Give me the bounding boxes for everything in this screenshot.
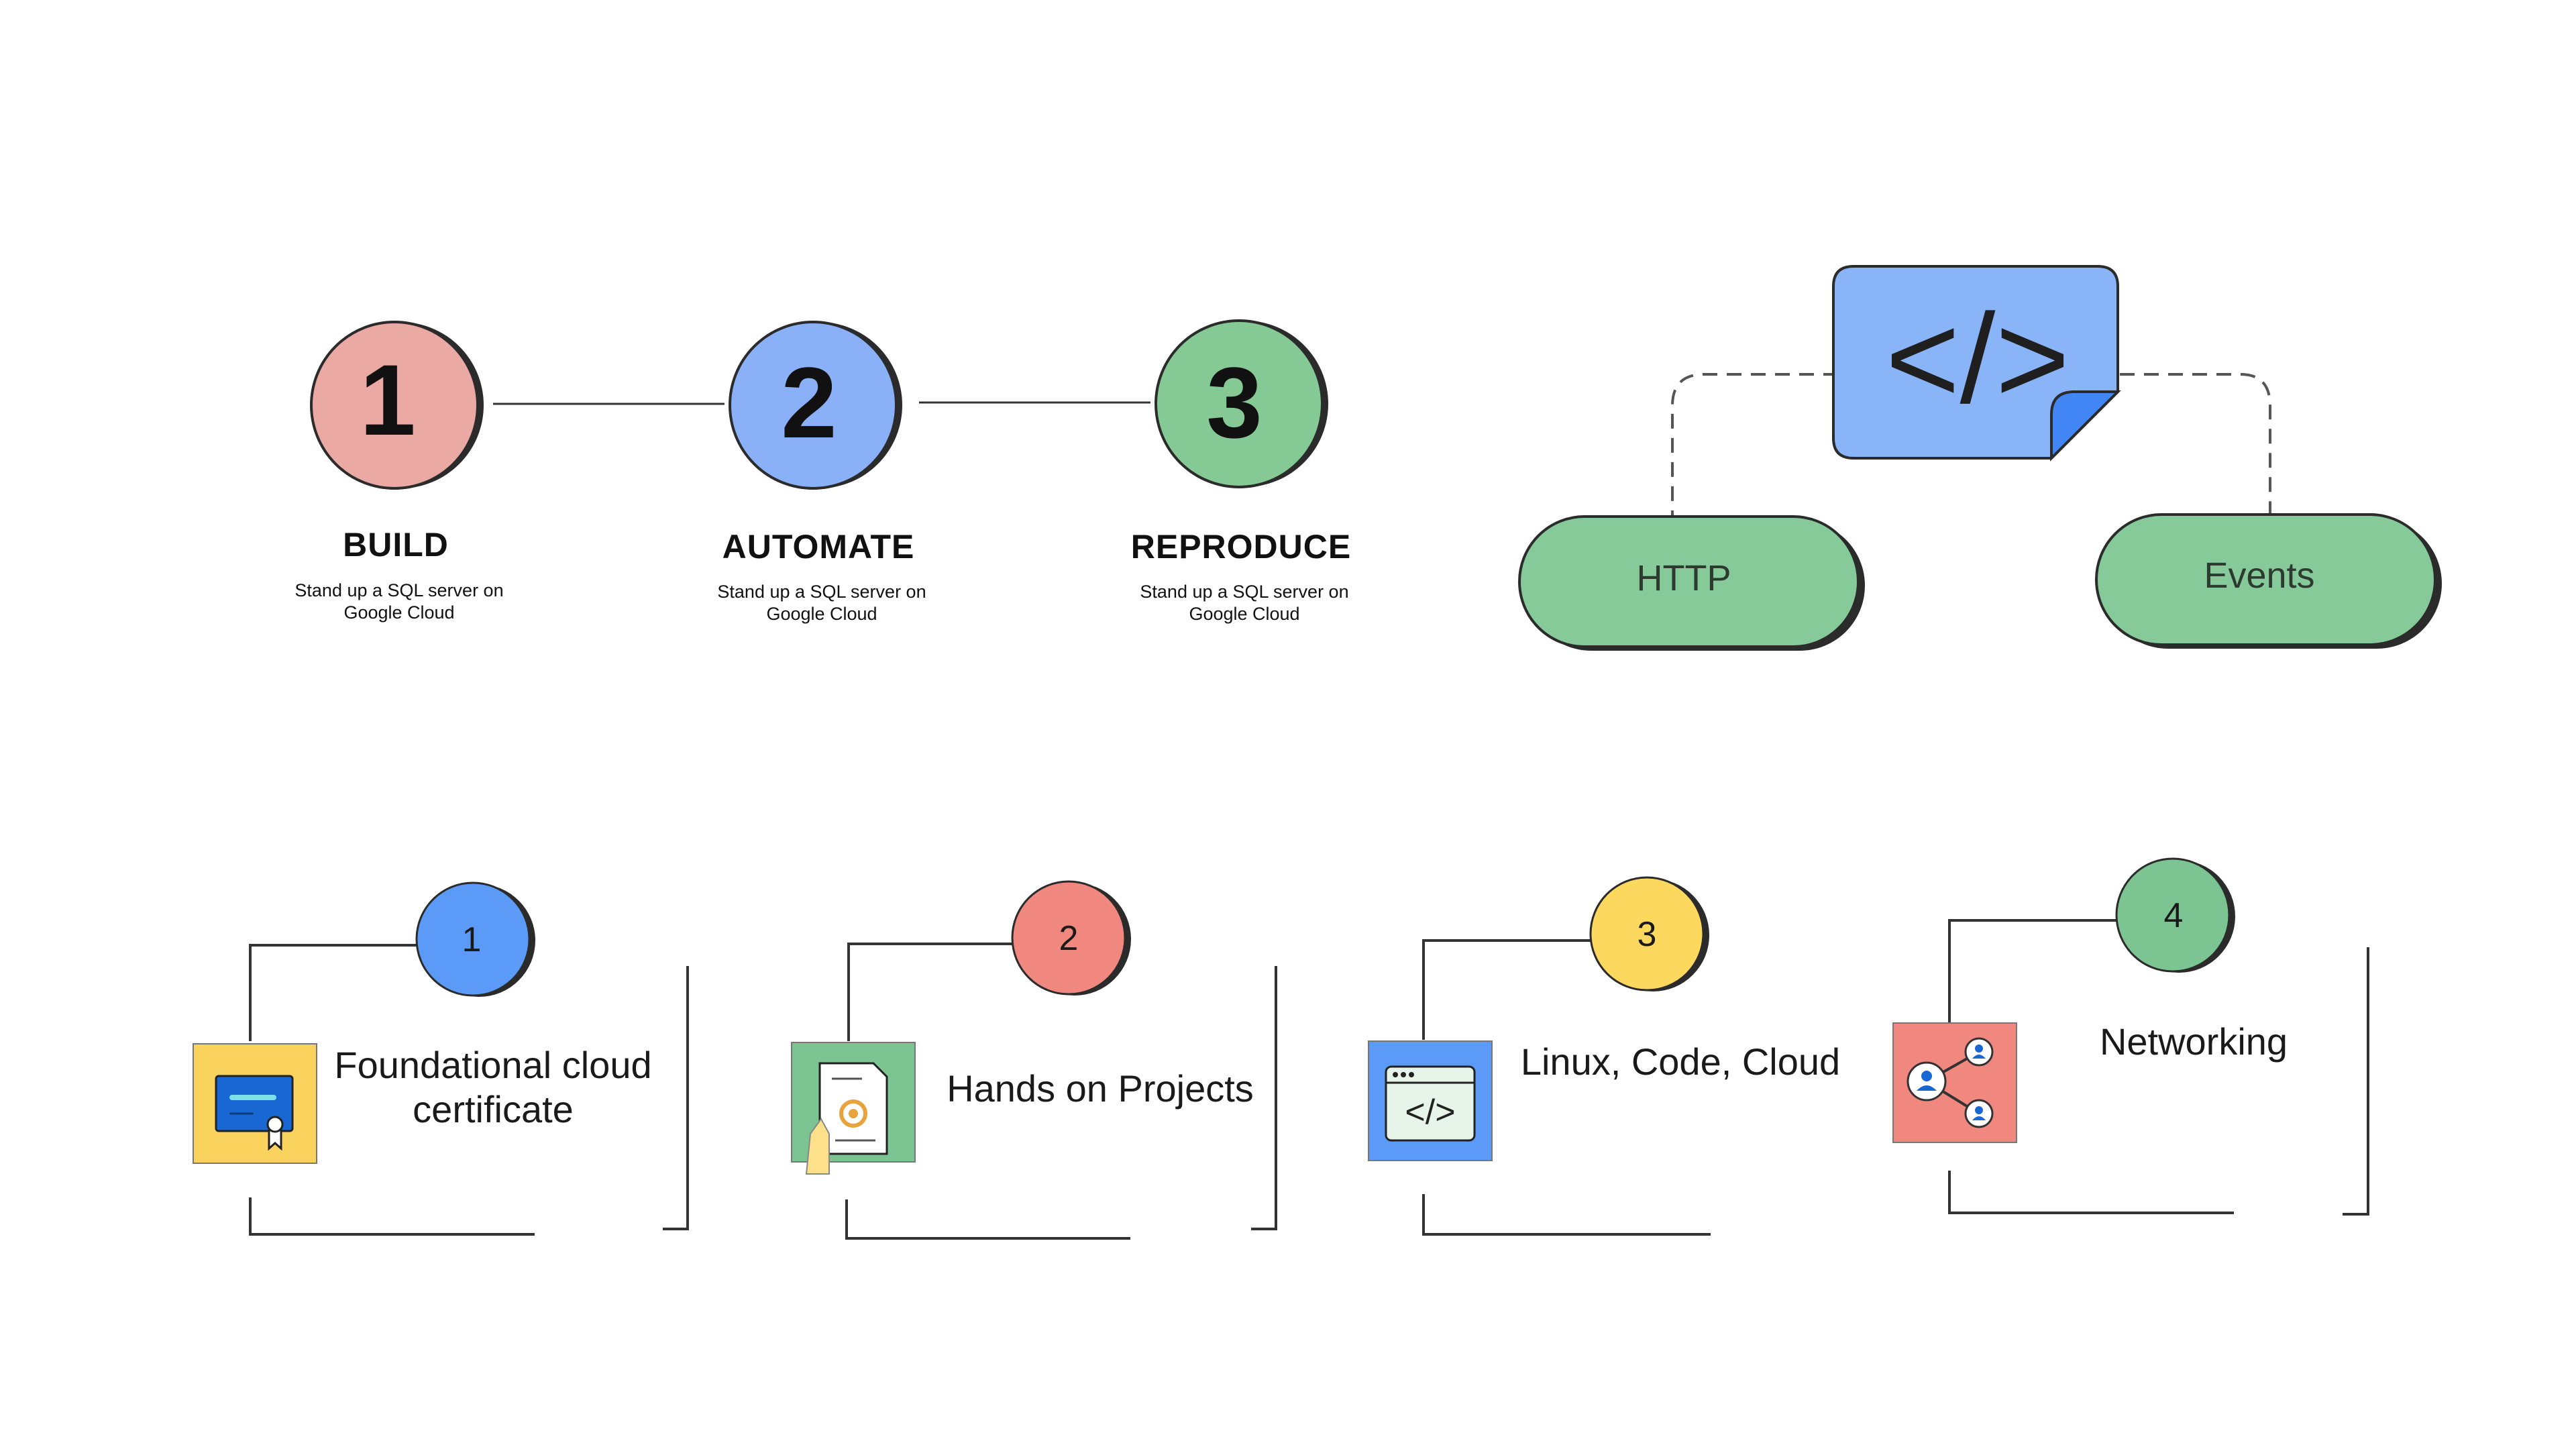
step-title-build: BUILD bbox=[343, 526, 449, 564]
card-4-text: Networking bbox=[2066, 1020, 2321, 1064]
project-document-icon bbox=[791, 1042, 916, 1175]
card-1-number: 1 bbox=[462, 920, 482, 959]
card-1-frame-bottom bbox=[249, 1197, 535, 1236]
step-number-3: 3 bbox=[1206, 346, 1262, 459]
card-2-frame-right bbox=[1251, 966, 1277, 1230]
step-circle-3: 3 bbox=[1155, 319, 1328, 488]
trigger-label-events: Events bbox=[2204, 555, 2314, 596]
card-2-number: 2 bbox=[1059, 919, 1079, 958]
step-number-1: 1 bbox=[360, 343, 415, 456]
card-3-number: 3 bbox=[1638, 915, 1657, 954]
card-4-frame-top bbox=[1948, 919, 2116, 1023]
dashed-connector-right bbox=[2120, 373, 2271, 519]
step-subtitle-reproduce: Stand up a SQL server on Google Cloud bbox=[1110, 581, 1379, 625]
card-2-frame-bottom bbox=[845, 1199, 1130, 1240]
step-subtitle-build: Stand up a SQL server on Google Cloud bbox=[265, 580, 533, 624]
card-2-text: Hands on Projects bbox=[939, 1067, 1261, 1111]
step-number-2: 2 bbox=[781, 346, 837, 459]
svg-text:</>: </> bbox=[1405, 1093, 1455, 1132]
card-2-text-line1: Hands on Projects bbox=[947, 1067, 1254, 1110]
card-3-frame-bottom bbox=[1422, 1194, 1711, 1236]
step-subtitle-reproduce-line2: Google Cloud bbox=[1189, 604, 1300, 624]
card-1-text-line1: Foundational cloud bbox=[334, 1044, 652, 1086]
step-subtitle-automate: Stand up a SQL server on Google Cloud bbox=[688, 581, 956, 625]
step-title-reproduce: REPRODUCE bbox=[1130, 528, 1352, 566]
card-4-frame-bottom bbox=[1948, 1171, 2234, 1214]
certificate-icon bbox=[193, 1043, 317, 1164]
step-subtitle-automate-line2: Google Cloud bbox=[766, 604, 877, 624]
card-1-frame-top bbox=[249, 944, 419, 1041]
card-3-text-line1: Linux, Code, Cloud bbox=[1520, 1040, 1841, 1083]
card-1-text: Foundational cloud certificate bbox=[315, 1043, 671, 1132]
network-icon bbox=[1892, 1022, 2017, 1143]
card-4-frame-right bbox=[2343, 947, 2369, 1216]
card-3: 3 </> bbox=[1368, 876, 1711, 1236]
step-subtitle-build-line2: Google Cloud bbox=[343, 602, 455, 623]
card-3-text: Linux, Code, Cloud bbox=[1506, 1040, 1855, 1084]
card-1-text-line2: certificate bbox=[413, 1088, 574, 1130]
card-4-text-line1: Networking bbox=[2099, 1020, 2288, 1063]
card-4-number: 4 bbox=[2164, 896, 2184, 935]
step-circle-2: 2 bbox=[729, 321, 902, 490]
card-4: 4 bbox=[1892, 857, 2369, 1216]
step-subtitle-reproduce-line1: Stand up a SQL server on bbox=[1140, 582, 1349, 602]
step-subtitle-build-line1: Stand up a SQL server on bbox=[294, 580, 504, 600]
code-window-icon: </> bbox=[1368, 1040, 1493, 1161]
card-1-frame-right bbox=[663, 966, 689, 1230]
trigger-pill-events: Events bbox=[2095, 513, 2442, 649]
step-title-automate: AUTOMATE bbox=[722, 528, 915, 566]
trigger-label-http: HTTP bbox=[1637, 558, 1731, 598]
dashed-connector-left bbox=[1671, 373, 1838, 520]
step-circle-1: 1 bbox=[310, 321, 484, 490]
page-fold bbox=[2050, 390, 2121, 462]
card-2-frame-top bbox=[847, 943, 1016, 1041]
card-3-frame-top bbox=[1422, 939, 1591, 1040]
step-subtitle-automate-line1: Stand up a SQL server on bbox=[717, 582, 926, 602]
code-symbol-icon: </> bbox=[1886, 288, 2070, 430]
card-2: 2 bbox=[791, 880, 1277, 1240]
code-node: </> bbox=[1832, 265, 2121, 462]
card-1: 1 bbox=[193, 881, 689, 1236]
trigger-pill-http: HTTP bbox=[1518, 515, 1865, 651]
